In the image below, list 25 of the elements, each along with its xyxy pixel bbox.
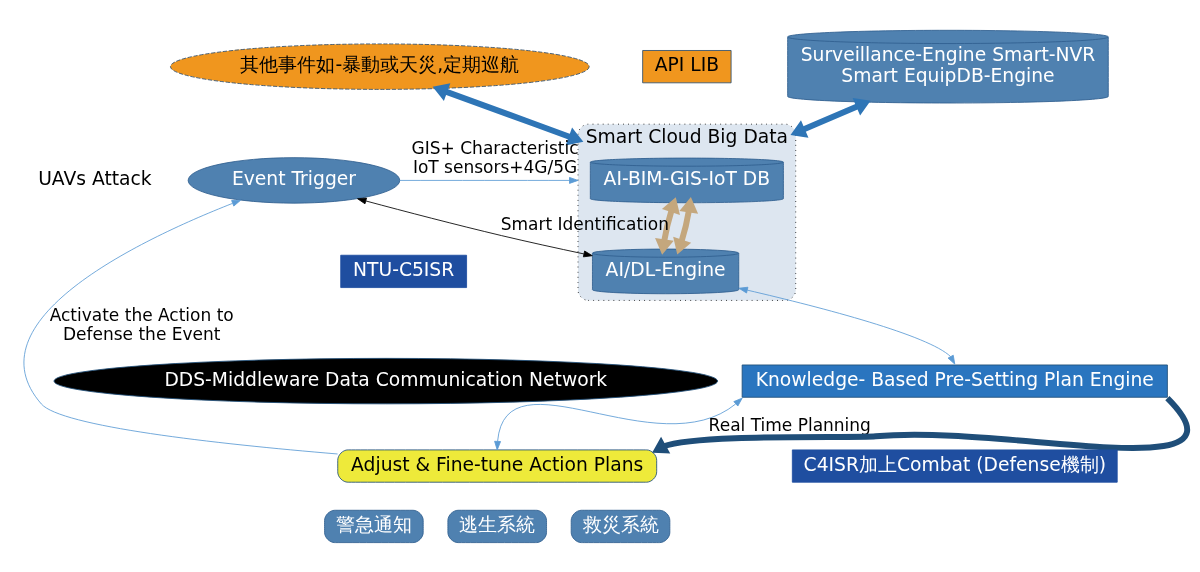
node-box: API LIB [642, 49, 732, 83]
arrow [673, 196, 699, 254]
edge-label: Smart Identification [500, 213, 669, 234]
edge-label: GIS+ Characteristic IoT sensors+4G/5G [411, 137, 579, 177]
node-label: UAVs Attack [38, 167, 152, 189]
arrow [399, 176, 579, 184]
node-box: Adjust & Fine-tune Action Plans [337, 448, 658, 483]
node-box: C4ISR加上Combat (Defense機制) [791, 448, 1118, 483]
arrow [494, 397, 743, 450]
node-ellipse: 其他事件如-暴動或天災,定期巡航 [170, 43, 590, 90]
arrow [23, 199, 339, 454]
arrow [738, 286, 956, 365]
arrow [357, 197, 593, 257]
edge-label: Real Time Planning [708, 414, 871, 435]
node-box: 警急通知 [324, 509, 424, 543]
arrow [655, 196, 680, 255]
arrow [652, 395, 1189, 453]
arrow [790, 97, 871, 138]
edge-label: Activate the Action to Defense the Event [49, 304, 234, 344]
node-box: Knowledge- Based Pre-Setting Plan Engine [741, 364, 1168, 398]
node-box: 逃生系統 [447, 509, 547, 543]
arrow [432, 82, 584, 145]
node-box: 救災系統 [570, 509, 671, 543]
node-ellipse: DDS-Middleware Data Communication Network [53, 357, 719, 404]
node-box: NTU-C5ISR [340, 254, 467, 288]
